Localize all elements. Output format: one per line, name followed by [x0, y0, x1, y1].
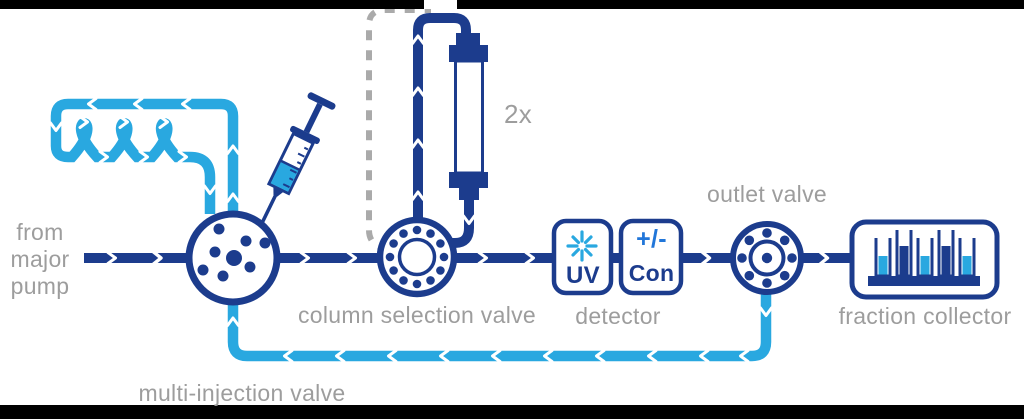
column-selection-valve-icon: [376, 216, 458, 298]
fraction-collector-icon: [849, 219, 1000, 300]
plus-minus-label: +/-: [636, 225, 667, 253]
letterbox-gap: [424, 0, 457, 9]
uv-lamp-starburst-icon: [566, 230, 598, 262]
test-tube: [958, 238, 976, 278]
syringe-icon: [260, 92, 336, 224]
test-tube: [874, 238, 892, 278]
con-label: Con: [628, 260, 675, 286]
conductivity-detector-box: [618, 218, 684, 296]
sample-loop-coil: [50, 98, 239, 214]
column-count-label: 2x: [503, 99, 533, 129]
test-tube: [895, 230, 913, 278]
outlet-valve-icon: [730, 221, 804, 295]
source-label: from major pump: [10, 219, 70, 299]
test-tube: [937, 230, 955, 278]
test-tube: [916, 238, 934, 278]
flow-direction-chevrons: [49, 34, 830, 363]
column-selection-valve-label: column selection valve: [298, 302, 536, 328]
uv-detector-box: [551, 218, 614, 296]
waste-return-line: [227, 290, 772, 362]
multi-injection-valve-label: multi-injection valve: [138, 380, 346, 406]
uv-label: UV: [566, 262, 600, 289]
letterbox-bar-bottom: [0, 405, 1024, 419]
column-loop-line: [413, 13, 474, 248]
outlet-valve-label: outlet valve: [707, 181, 827, 207]
detector-label: detector: [575, 303, 661, 329]
column-icon: [449, 33, 488, 200]
fraction-collector-label: fraction collector: [838, 303, 1012, 329]
multi-injection-valve-icon: [185, 210, 281, 306]
letterbox-bar-top: [0, 0, 1024, 9]
